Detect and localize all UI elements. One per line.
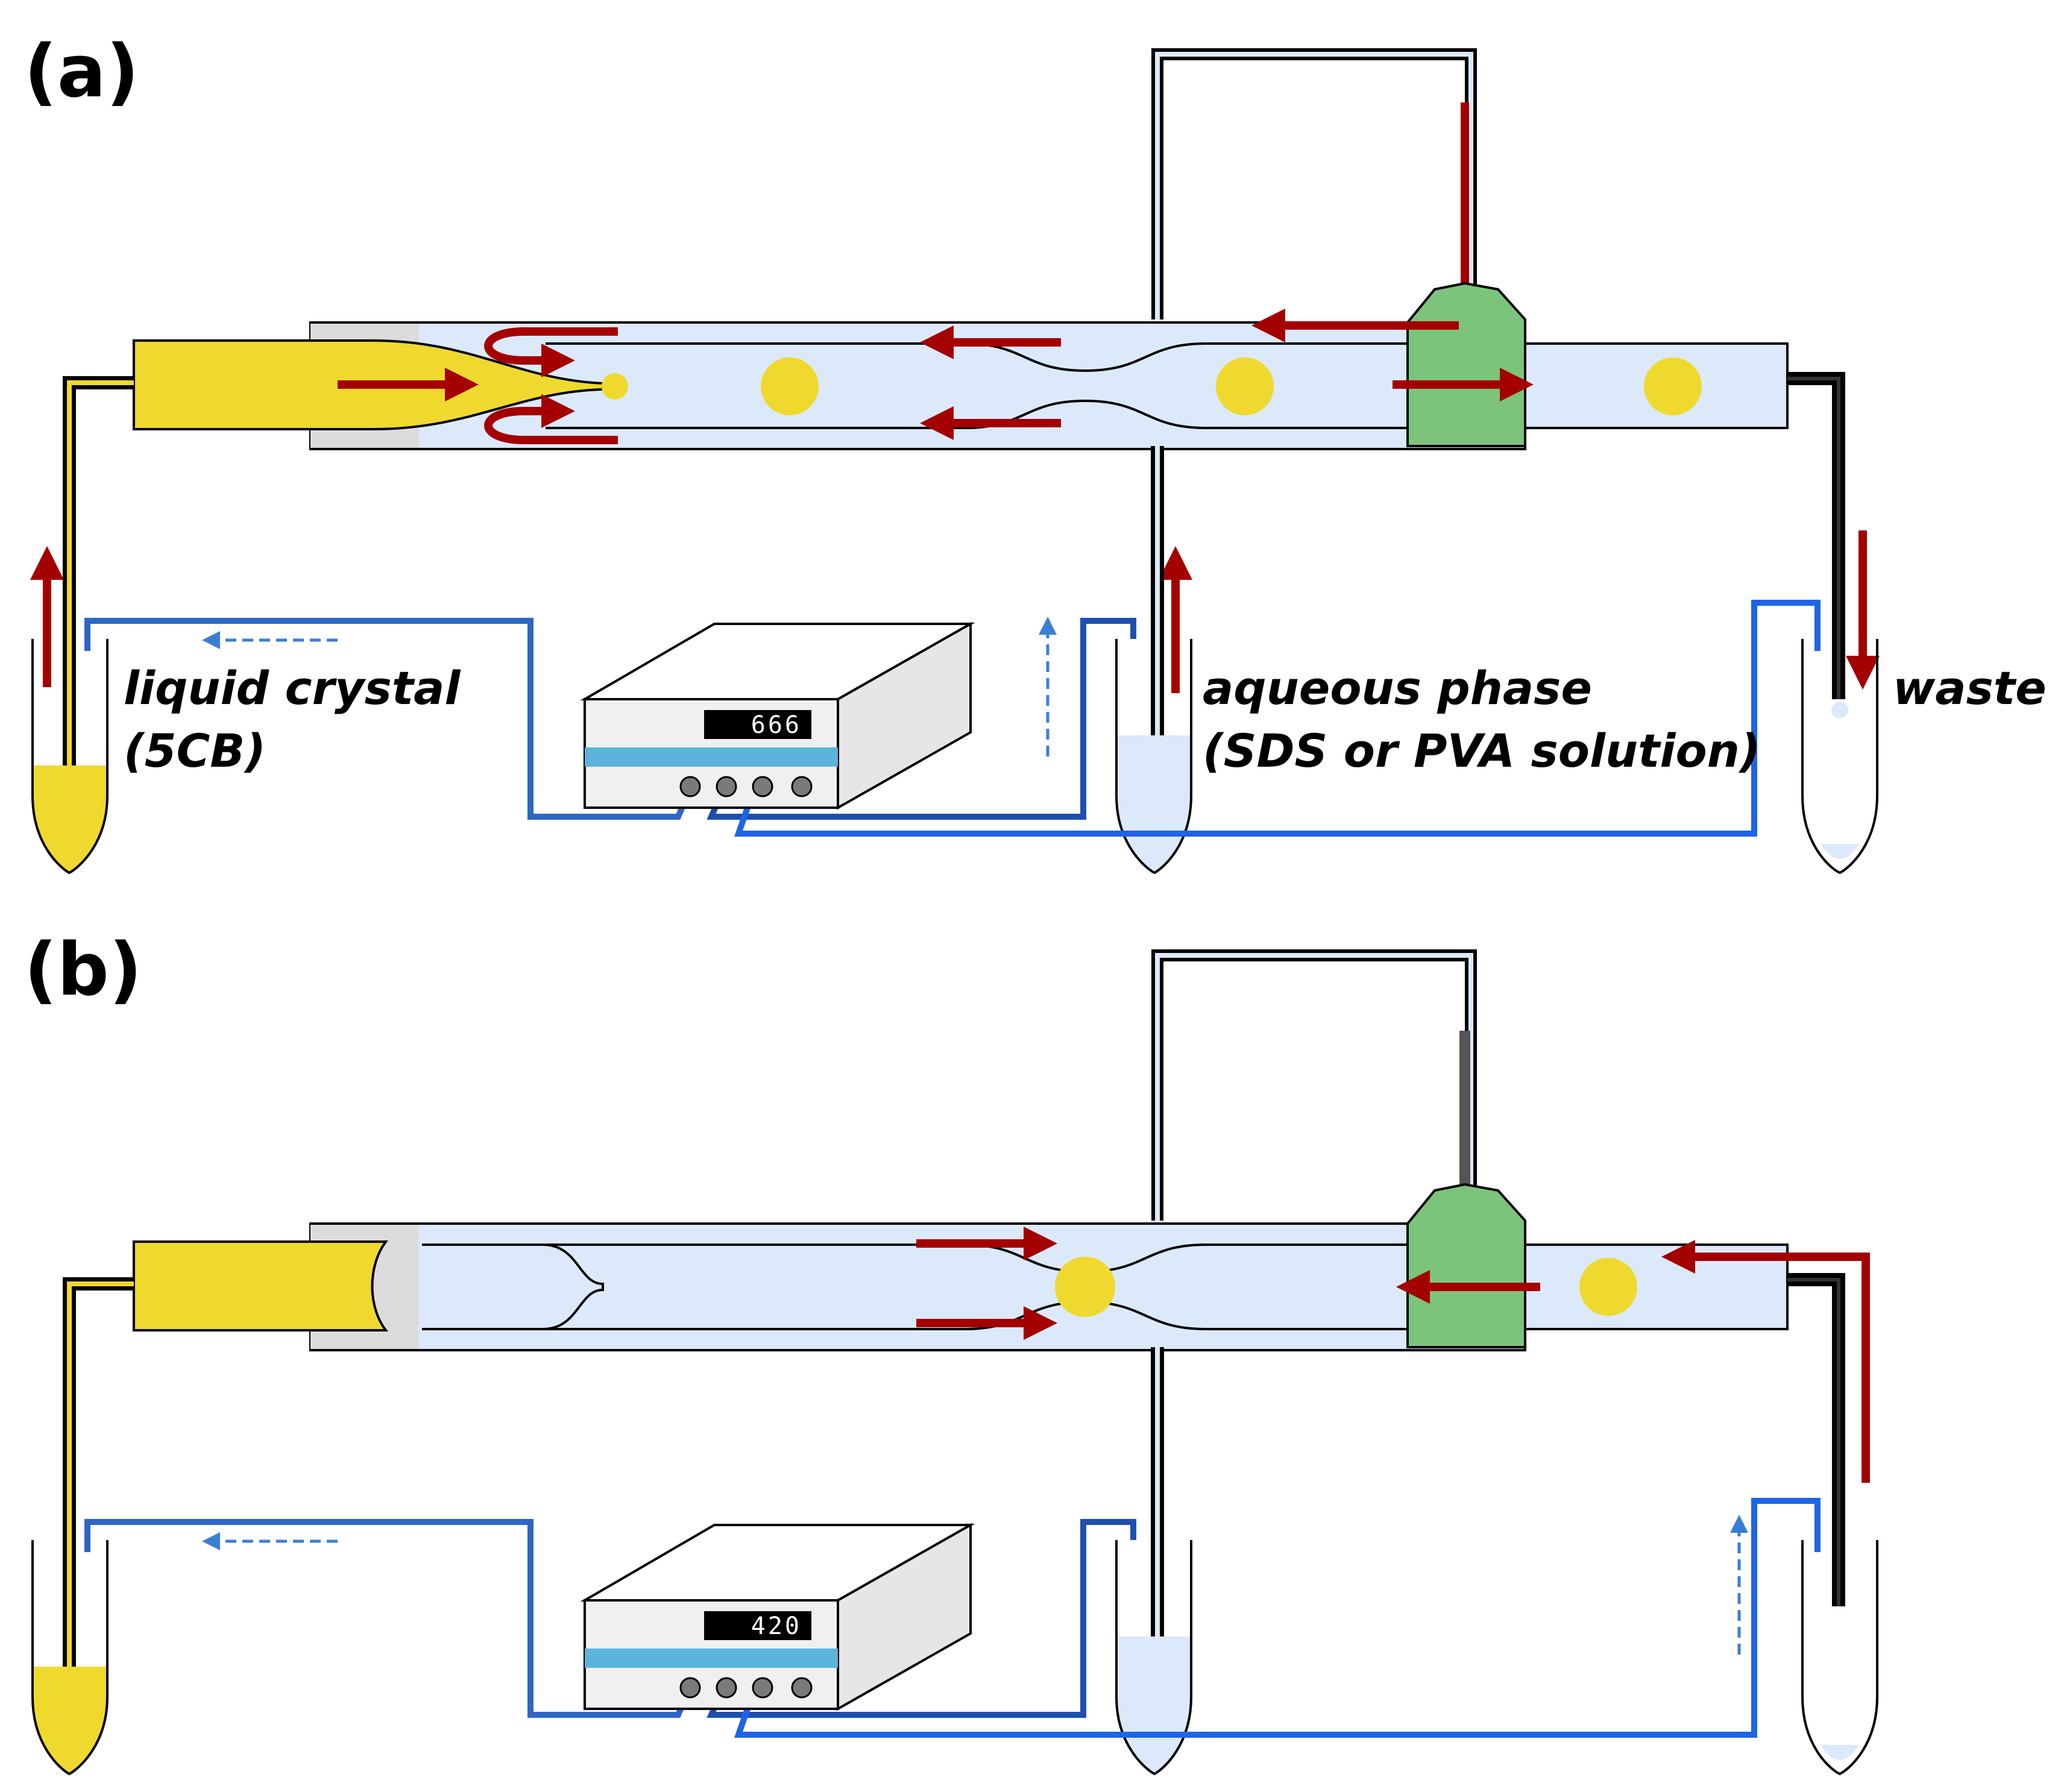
knob: [679, 1677, 701, 1699]
panel-b: (b): [24, 928, 1878, 1776]
panel-a: (a): [24, 30, 2047, 875]
label-liquid-crystal: liquid crystal: [124, 661, 461, 715]
flow-arrows: [30, 309, 1880, 693]
knob: [716, 1677, 737, 1699]
vial-liquid-crystal: [31, 1540, 109, 1776]
vial-aqueous: [1115, 639, 1192, 875]
label-aqueous-phase: aqueous phase: [1203, 661, 1592, 715]
panel-a-label: (a): [24, 30, 139, 114]
vial-aqueous: [1115, 1540, 1192, 1776]
pressure-line-waste: [734, 1498, 1821, 1738]
pressure-line-lc: [84, 618, 690, 820]
lc-injection-capillary: [133, 1240, 389, 1331]
knob: [752, 1677, 773, 1699]
label-waste: waste: [1893, 661, 2047, 715]
vial-liquid-crystal: [31, 639, 109, 875]
lcd-display: [704, 1611, 811, 1640]
pressure-line-lc: [84, 1519, 690, 1718]
label-sds-pva: (SDS or PVA solution): [1203, 724, 1761, 778]
droplet: [761, 357, 819, 415]
t-junction: [1406, 281, 1526, 447]
return-loop-tubing: [1151, 949, 1477, 1221]
pressure-controller: 420: [580, 1523, 975, 1711]
pressure-line-aqueous: [707, 618, 1136, 820]
droplet: [1055, 1257, 1115, 1317]
knob: [679, 776, 701, 797]
droplet-small: [602, 373, 628, 400]
pressure-controller: 666: [580, 621, 975, 810]
knob: [791, 1677, 813, 1699]
flow-arrows: [916, 1227, 1870, 1483]
lcd-readout: 420: [751, 1612, 802, 1640]
vial-waste: [1801, 639, 1878, 875]
droplet: [1644, 357, 1702, 415]
lcd-display: [704, 710, 811, 739]
label-5cb: (5CB): [124, 724, 266, 778]
droplet: [1216, 357, 1274, 415]
return-loop-tubing: [1151, 48, 1477, 319]
droplet: [1579, 1258, 1637, 1316]
t-junction: [1406, 1183, 1526, 1348]
pressure-line-aqueous: [707, 1519, 1136, 1718]
pressure-line-waste: [734, 600, 1821, 837]
knob: [752, 776, 773, 797]
knob: [716, 776, 737, 797]
panel-b-label: (b): [24, 928, 142, 1012]
lcd-readout: 666: [751, 711, 802, 739]
vial-waste: [1801, 1540, 1878, 1776]
knob: [791, 776, 813, 797]
